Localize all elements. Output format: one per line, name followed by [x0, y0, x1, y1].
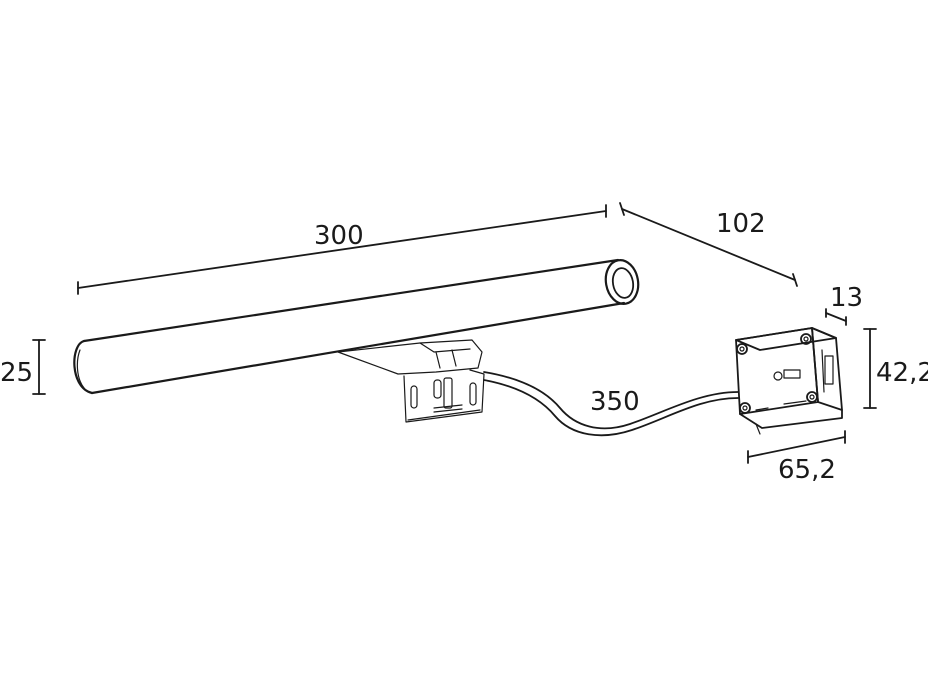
dimension-length-label: 300 [314, 221, 364, 251]
dimension-line-box-height [863, 328, 877, 409]
dimension-line-tube-diameter [32, 339, 46, 395]
dimension-line-depth [619, 202, 798, 287]
dimension-line-box-width [747, 430, 846, 464]
dimension-depth-label: 102 [716, 209, 766, 239]
dimension-tube-diameter-label: 25 [0, 358, 33, 388]
dimension-box-thickness-label: 13 [830, 283, 863, 313]
dimension-line-box-thickness [825, 308, 847, 326]
mounting-bracket [337, 339, 485, 423]
dimension-cable-length-label: 350 [590, 387, 640, 417]
dimension-box-height-label: 42,2 [876, 358, 928, 388]
dimension-line-length [77, 204, 607, 295]
power-cable [483, 371, 739, 437]
driver-box [735, 327, 843, 435]
dimension-box-width-label: 65,2 [778, 455, 836, 485]
light-tube [73, 258, 640, 395]
